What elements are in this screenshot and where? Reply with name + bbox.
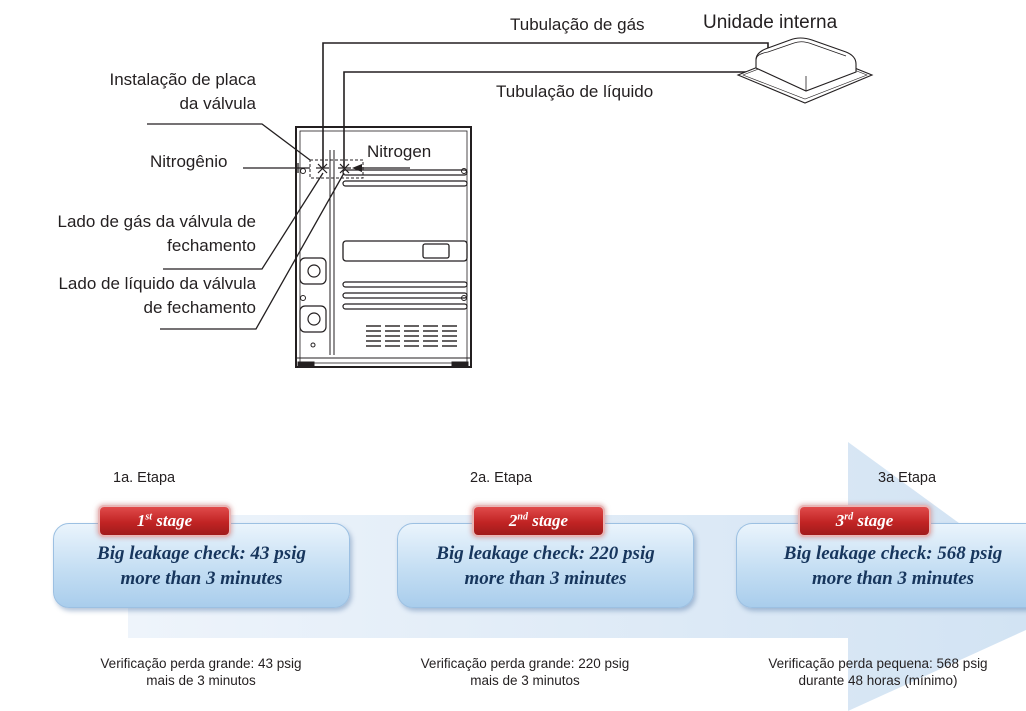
stage-3-caption: Verificação perda pequena: 568 psig dura… [733,655,1023,689]
gas-side-valve-line1: Lado de gás da válvula de [57,212,257,231]
leader-lines [147,123,410,330]
stage-1-caption-line2: mais de 3 minutos [146,673,256,688]
liquid-pipe-label: Tubulação de líquido [496,82,654,101]
stage-2-check-line1: Big leakage check: 220 psig [436,543,655,564]
stage-1-tag: 1st stage [100,507,229,535]
gas-side-valve-label: Lado de gás da válvula de fechamento [10,210,257,258]
liquid-pipe-line [343,71,758,168]
stage-3-tag-num: 3 [835,511,845,530]
stage-1-tag-num: 1 [136,511,146,530]
stage-1-caption-line1: Verificação perda grande: 43 psig [100,656,302,671]
stage-1-tag-sup: st [145,511,153,523]
stage-1-caption: Verificação perda grande: 43 psig mais d… [70,655,332,689]
stage-3-caption-line2: durante 48 horas (mínimo) [798,673,958,688]
stage-3-tag-sup: rd [844,511,854,523]
stage-2-caption-line2: mais de 3 minutos [470,673,580,688]
stage-1-tag-word: stage [156,511,193,530]
stage-3-check-line1: Big leakage check: 568 psig [783,543,1003,564]
indoor-unit-label: Unidade interna [703,12,838,33]
stage-1-check-line1: Big leakage check: 43 psig [97,543,306,564]
indoor-unit-icon [736,37,874,104]
stage-3-check-line2: more than 3 minutes [811,568,975,589]
liquid-side-valve-label: Lado de líquido da válvula de fechamento [10,272,256,320]
stage-2-tag-sup: nd [517,511,528,523]
stage-2-step-label: 2a. Etapa [470,470,533,486]
stage-2-caption-line1: Verificação perda grande: 220 psig [420,656,630,671]
stage-3-step-label: 3a Etapa [878,470,937,486]
outdoor-unit [295,126,472,368]
stage-2-tag: 2nd stage [474,507,603,535]
valve-plate-label-line1: Instalação de placa [109,70,257,89]
stage-2-check-box: Big leakage check: 220 psig more than 3 … [397,523,694,608]
nitrogen-en-label: Nitrogen [367,142,432,161]
liquid-side-valve-line2: de fechamento [143,298,256,317]
valve-plate-label-line2: da válvula [179,94,256,113]
stage-2-tag-num: 2 [508,511,518,530]
nitrogen-pt-label: Nitrogênio [150,152,228,171]
stage-3-tag: 3rd stage [800,507,929,535]
gas-pipe-label: Tubulação de gás [510,15,645,34]
stage-1-check-line2: more than 3 minutes [120,568,283,589]
valve-plate-label: Instalação de placa da válvula [60,68,257,116]
gas-side-valve-line2: fechamento [167,236,256,255]
valve-plate-area [309,159,364,179]
liquid-side-valve-line1: Lado de líquido da válvula [58,274,256,293]
stage-1-check-box: Big leakage check: 43 psig more than 3 m… [53,523,350,608]
stage-3-check-box: Big leakage check: 568 psig more than 3 … [736,523,1026,608]
stage-3-tag-word: stage [857,511,894,530]
stage-2-tag-word: stage [532,511,569,530]
stage-2-caption: Verificação perda grande: 220 psig mais … [390,655,660,689]
stage-1-step-label: 1a. Etapa [113,470,176,486]
stage-2-check-line2: more than 3 minutes [464,568,627,589]
stage-3-caption-line1: Verificação perda pequena: 568 psig [768,656,988,671]
